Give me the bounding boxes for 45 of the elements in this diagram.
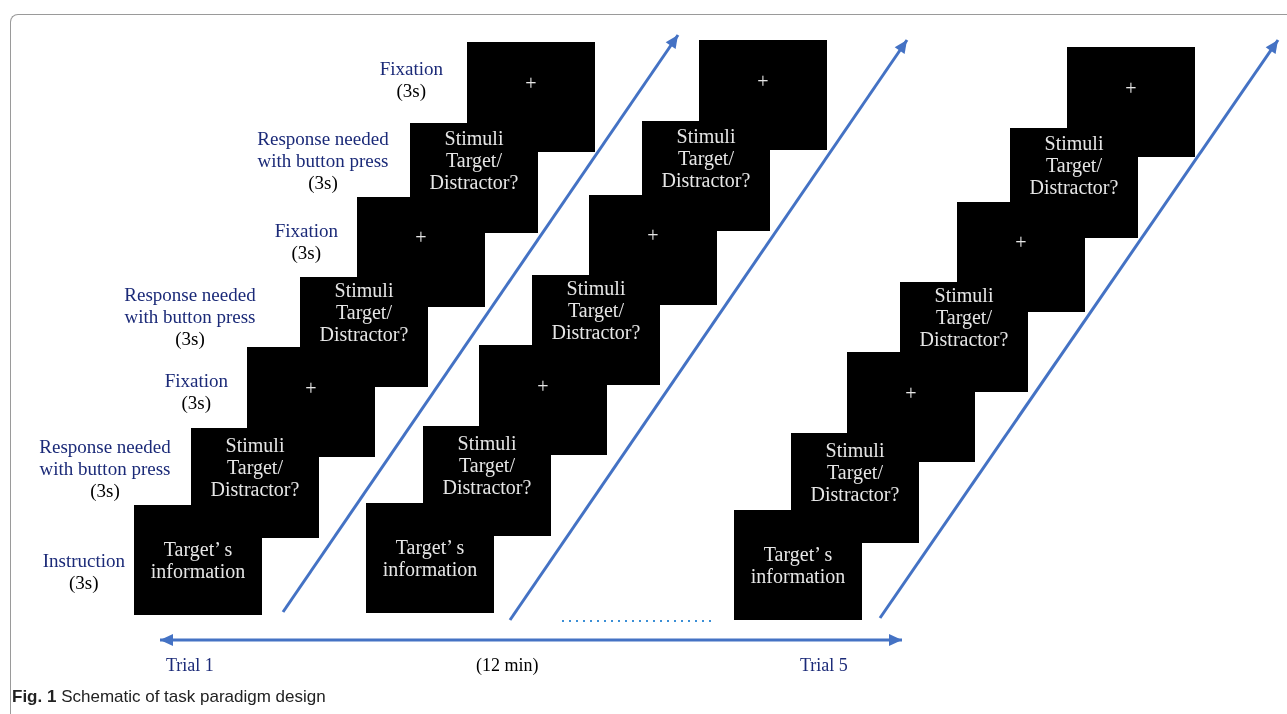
screen-text: + xyxy=(757,69,769,92)
screen-text: + xyxy=(415,226,427,248)
stimulus-screen xyxy=(467,42,595,123)
step-label: Instruction xyxy=(42,550,125,572)
duration-label: (3s) xyxy=(291,242,322,264)
screen-text: Stimuli Target/ Distractor? xyxy=(318,279,410,345)
duration-label: (3s) xyxy=(308,172,338,194)
screen-text: Stimuli Target/ Distractor? xyxy=(809,438,901,505)
screen-text: + xyxy=(305,376,317,399)
screen-text: Target’ s information xyxy=(149,538,247,582)
screen-text: + xyxy=(1125,76,1137,99)
duration-label: (3s) xyxy=(175,328,205,350)
step-label: Fixation xyxy=(274,220,338,242)
figure-caption: Fig. 1 Schematic of task paradigm design xyxy=(12,686,326,708)
timeline-label: (12 min) xyxy=(476,654,539,677)
screen-text: Stimuli Target/ Distractor? xyxy=(918,284,1010,350)
screen-text: + xyxy=(647,224,659,246)
screen-text: Stimuli Target/ Distractor? xyxy=(1028,132,1120,198)
duration-label: (3s) xyxy=(396,80,427,102)
step-label: Fixation xyxy=(164,370,228,392)
screen-text: Stimuli Target/ Distractor? xyxy=(550,277,642,343)
screen-text: Target’ s information xyxy=(749,543,847,587)
step-label: Response needed with button press xyxy=(256,128,390,172)
timeline-label: Trial 1 xyxy=(166,654,214,677)
duration-label: (3s) xyxy=(69,572,99,594)
duration-label: (3s) xyxy=(90,480,120,502)
screen-text: + xyxy=(525,71,537,94)
screen-text: Target’ s information xyxy=(381,536,479,580)
stimulus-screen xyxy=(1067,47,1195,128)
stimulus-screen xyxy=(699,40,827,121)
stimulus-screen xyxy=(366,503,494,613)
screen-text: Stimuli Target/ Distractor? xyxy=(660,125,752,191)
duration-label: (3s) xyxy=(181,392,212,414)
screen-text: Stimuli Target/ Distractor? xyxy=(428,127,520,193)
timeline-label: Trial 5 xyxy=(800,654,848,677)
screen-text: + xyxy=(905,381,917,404)
stimulus-screen xyxy=(734,510,862,620)
screen-text: Stimuli Target/ Distractor? xyxy=(441,431,533,498)
stimulus-screen xyxy=(134,505,262,615)
screen-text: + xyxy=(1015,231,1027,253)
step-label: Fixation xyxy=(379,58,443,80)
screen-text: + xyxy=(537,374,549,397)
step-label: Response needed with button press xyxy=(123,284,257,328)
step-label: Response needed with button press xyxy=(38,436,172,480)
screen-text: Stimuli Target/ Distractor? xyxy=(209,433,301,500)
